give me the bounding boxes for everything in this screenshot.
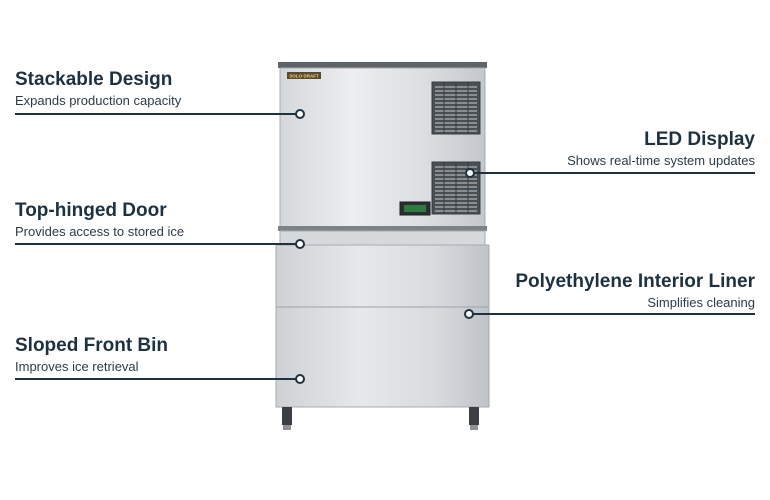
machine-top-cap [278,62,487,68]
leader-line-stackable [15,113,298,115]
hotspot-dot-door [295,239,305,249]
callout-led-display: LED Display Shows real-time system updat… [567,129,755,169]
callout-subtitle: Expands production capacity [15,93,182,108]
callout-subtitle: Simplifies cleaning [647,295,755,310]
head-bottom-trim [278,226,487,231]
front-leg-left [282,407,292,425]
callout-sloped-front-bin: Sloped Front Bin Improves ice retrieval [15,335,168,375]
callout-top-hinged-door: Top-hinged Door Provides access to store… [15,200,184,240]
callout-title: LED Display [644,129,755,150]
bin-upper-panel [275,244,490,308]
led-display-screen [404,205,426,212]
callout-subtitle: Shows real-time system updates [567,153,755,168]
leader-line-liner [470,313,755,315]
callout-polyethylene-liner: Polyethylene Interior Liner Simplifies c… [515,271,755,311]
front-leg-right [469,407,479,425]
leader-line-led [470,172,755,174]
callout-stackable-design: Stackable Design Expands production capa… [15,69,181,109]
hotspot-dot-liner [464,309,474,319]
upper-vent-grille [431,81,481,135]
callout-title: Stackable Design [15,69,173,90]
callout-title: Top-hinged Door [15,200,167,221]
hotspot-dot-stackable [295,109,305,119]
bin-lower-panel [275,306,490,408]
brand-logo-plate [287,72,321,79]
callout-subtitle: Improves ice retrieval [15,359,139,374]
hotspot-dot-bin [295,374,305,384]
ice-machine-image: SOLO·DRAFT [275,62,490,430]
hotspot-dot-led [465,168,475,178]
leader-line-door [15,243,298,245]
callout-title: Polyethylene Interior Liner [515,271,755,292]
callout-title: Sloped Front Bin [15,335,169,356]
leader-line-bin [15,378,298,380]
brand-logo-text: SOLO·DRAFT [289,74,319,79]
bin-door [279,230,486,246]
callout-subtitle: Provides access to stored ice [15,224,185,239]
